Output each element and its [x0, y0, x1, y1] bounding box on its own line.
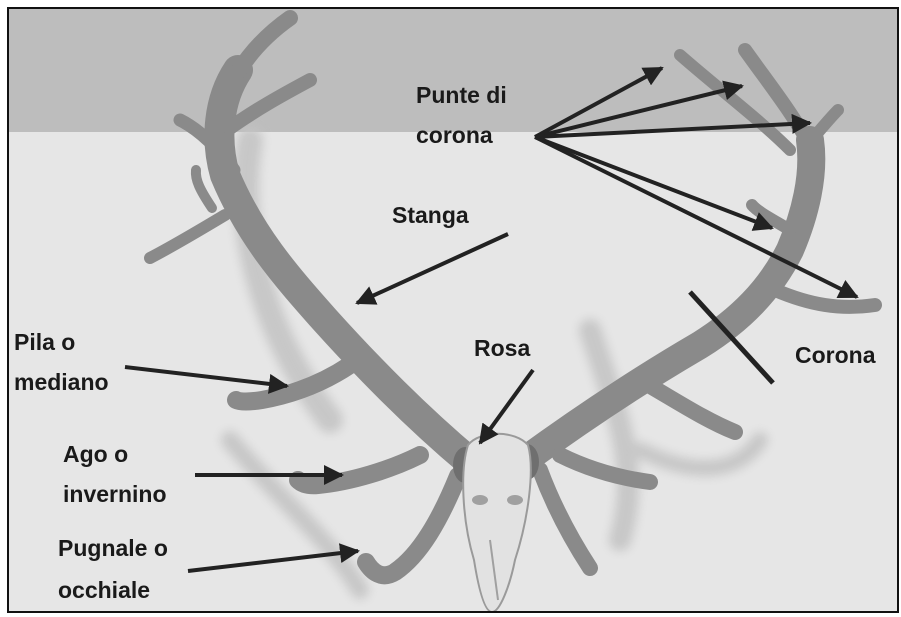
label-pugnale-line2: occhiale — [58, 577, 150, 603]
label-corona: Corona — [795, 342, 876, 368]
label-pila-line2: mediano — [14, 369, 109, 395]
label-punte-line1: Punte di — [416, 82, 507, 108]
label-pugnale-line1: Pugnale o — [58, 535, 168, 561]
label-ago-line1: Ago o — [63, 441, 128, 467]
label-rosa: Rosa — [474, 335, 530, 361]
label-stanga: Stanga — [392, 202, 469, 228]
label-punte-line2: corona — [416, 122, 493, 148]
label-pila-line1: Pila o — [14, 329, 75, 355]
label-ago-line2: invernino — [63, 481, 167, 507]
